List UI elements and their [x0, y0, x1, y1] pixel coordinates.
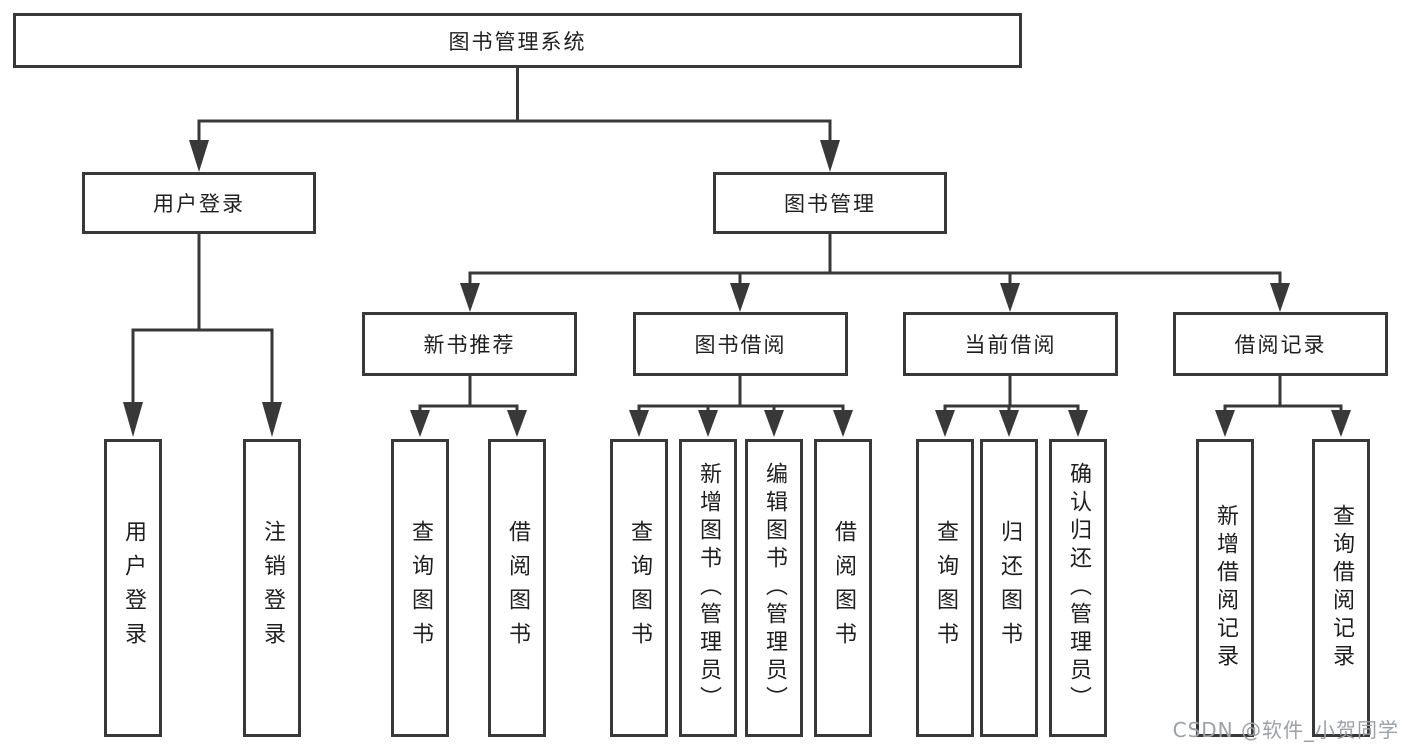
leaf-label: 用户登录 [121, 520, 146, 656]
root-node-label: 图书管理系统 [448, 29, 587, 54]
node-label: 用户登录 [153, 192, 245, 216]
root-node-library-system: 图书管理系统 [13, 13, 1022, 68]
leaf-label: 查询图书 [627, 520, 652, 656]
leaf-label: 归还图书 [997, 520, 1022, 656]
leaf-label: 确认归还（管理员） [1066, 462, 1091, 714]
node-label: 图书管理 [784, 192, 876, 216]
node-book-borrow: 图书借阅 [633, 312, 848, 376]
leaf-user-login: 用户登录 [104, 439, 162, 737]
leaf-label: 查询图书 [408, 520, 433, 656]
leaf-confirm-return-admin: 确认归还（管理员） [1049, 439, 1107, 737]
leaf-label: 借阅图书 [831, 520, 856, 656]
csdn-watermark: CSDN @软件_小贺同学 [1172, 718, 1399, 742]
leaf-label: 查询图书 [933, 520, 958, 656]
leaf-query-books: 查询图书 [610, 439, 668, 737]
leaf-query-borrow-record: 查询借阅记录 [1312, 439, 1370, 737]
leaf-label: 查询借阅记录 [1329, 504, 1354, 672]
node-label: 图书借阅 [694, 333, 787, 357]
node-current-borrow: 当前借阅 [903, 312, 1118, 376]
leaf-return-books: 归还图书 [980, 439, 1038, 737]
leaf-logout: 注销登录 [243, 439, 301, 737]
leaf-add-borrow-record: 新增借阅记录 [1196, 439, 1254, 737]
leaf-borrow-books: 借阅图书 [814, 439, 872, 737]
leaf-query-books: 查询图书 [391, 439, 449, 737]
leaf-label: 新增图书（管理员） [696, 462, 721, 714]
node-new-book-recommend: 新书推荐 [362, 312, 577, 376]
node-borrow-records: 借阅记录 [1173, 312, 1388, 376]
leaf-label: 借阅图书 [505, 520, 530, 656]
leaf-label: 编辑图书（管理员） [762, 462, 787, 714]
node-user-login: 用户登录 [82, 172, 316, 234]
node-label: 借阅记录 [1234, 333, 1327, 357]
leaf-label: 新增借阅记录 [1213, 504, 1238, 672]
leaf-borrow-books: 借阅图书 [488, 439, 546, 737]
node-label: 当前借阅 [964, 333, 1057, 357]
leaf-query-books: 查询图书 [916, 439, 974, 737]
leaf-add-book-admin: 新增图书（管理员） [679, 439, 737, 737]
leaf-edit-book-admin: 编辑图书（管理员） [745, 439, 803, 737]
leaf-label: 注销登录 [260, 520, 285, 656]
node-label: 新书推荐 [423, 333, 516, 357]
node-book-management: 图书管理 [713, 172, 947, 234]
